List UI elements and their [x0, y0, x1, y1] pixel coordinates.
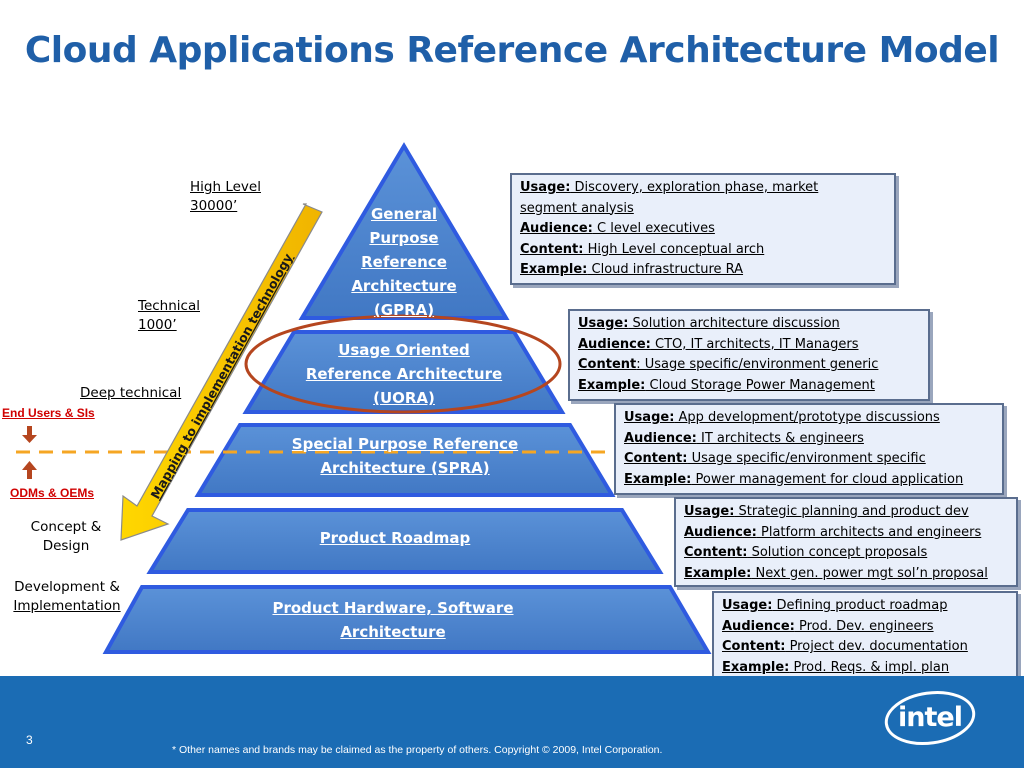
footer-bar — [0, 676, 1024, 768]
highlight-ellipse — [244, 314, 562, 414]
tier-hardware-software — [102, 585, 712, 654]
technical-label: Technical 1000’ — [138, 298, 200, 333]
arrow-down-icon — [22, 426, 37, 443]
info-box-gpra: Usage: Discovery, exploration phase, mar… — [510, 173, 896, 285]
info-box-hardware-software: Usage: Defining product roadmap Audience… — [712, 591, 1018, 683]
intel-logo-text: intel — [898, 702, 963, 733]
mapping-arrow — [120, 203, 323, 541]
intel-logo: intel — [882, 688, 978, 748]
intel-logo-swoosh-icon — [884, 690, 976, 746]
tier-roadmap-label: Product Roadmap — [319, 529, 471, 547]
arrow-up-icon — [22, 461, 37, 479]
info-box-roadmap: Usage: Strategic planning and product de… — [674, 497, 1018, 587]
info-box-uora: Usage: Solution architecture discussion … — [568, 309, 930, 401]
development-implementation-label: Development & Implementation — [13, 579, 121, 614]
concept-design-label: Concept & Design — [30, 519, 102, 554]
tier-spra — [194, 423, 616, 497]
tier-hardware-software-label: Product Hardware, Software Architecture — [272, 599, 514, 641]
tier-uora-label: Usage Oriented Reference Architecture (U… — [305, 341, 503, 407]
page-number: 3 — [26, 733, 33, 747]
page-title: Cloud Applications Reference Architectur… — [24, 30, 1000, 71]
info-box-spra: Usage: App development/prototype discuss… — [614, 403, 1004, 495]
deep-technical-label: Deep technical — [80, 385, 182, 401]
tier-roadmap — [146, 508, 664, 574]
high-level-label: High Level 30000’ — [190, 179, 261, 214]
tier-gpra-label: General Purpose Reference Architecture (… — [351, 205, 457, 319]
tier-spra-label: Special Purpose Reference Architecture (… — [291, 435, 519, 477]
odms-oems-label: ODMs & OEMs — [10, 486, 95, 500]
tier-gpra — [298, 142, 510, 320]
copyright-text: * Other names and brands may be claimed … — [172, 744, 663, 756]
end-users-label: End Users & SIs — [2, 406, 95, 420]
